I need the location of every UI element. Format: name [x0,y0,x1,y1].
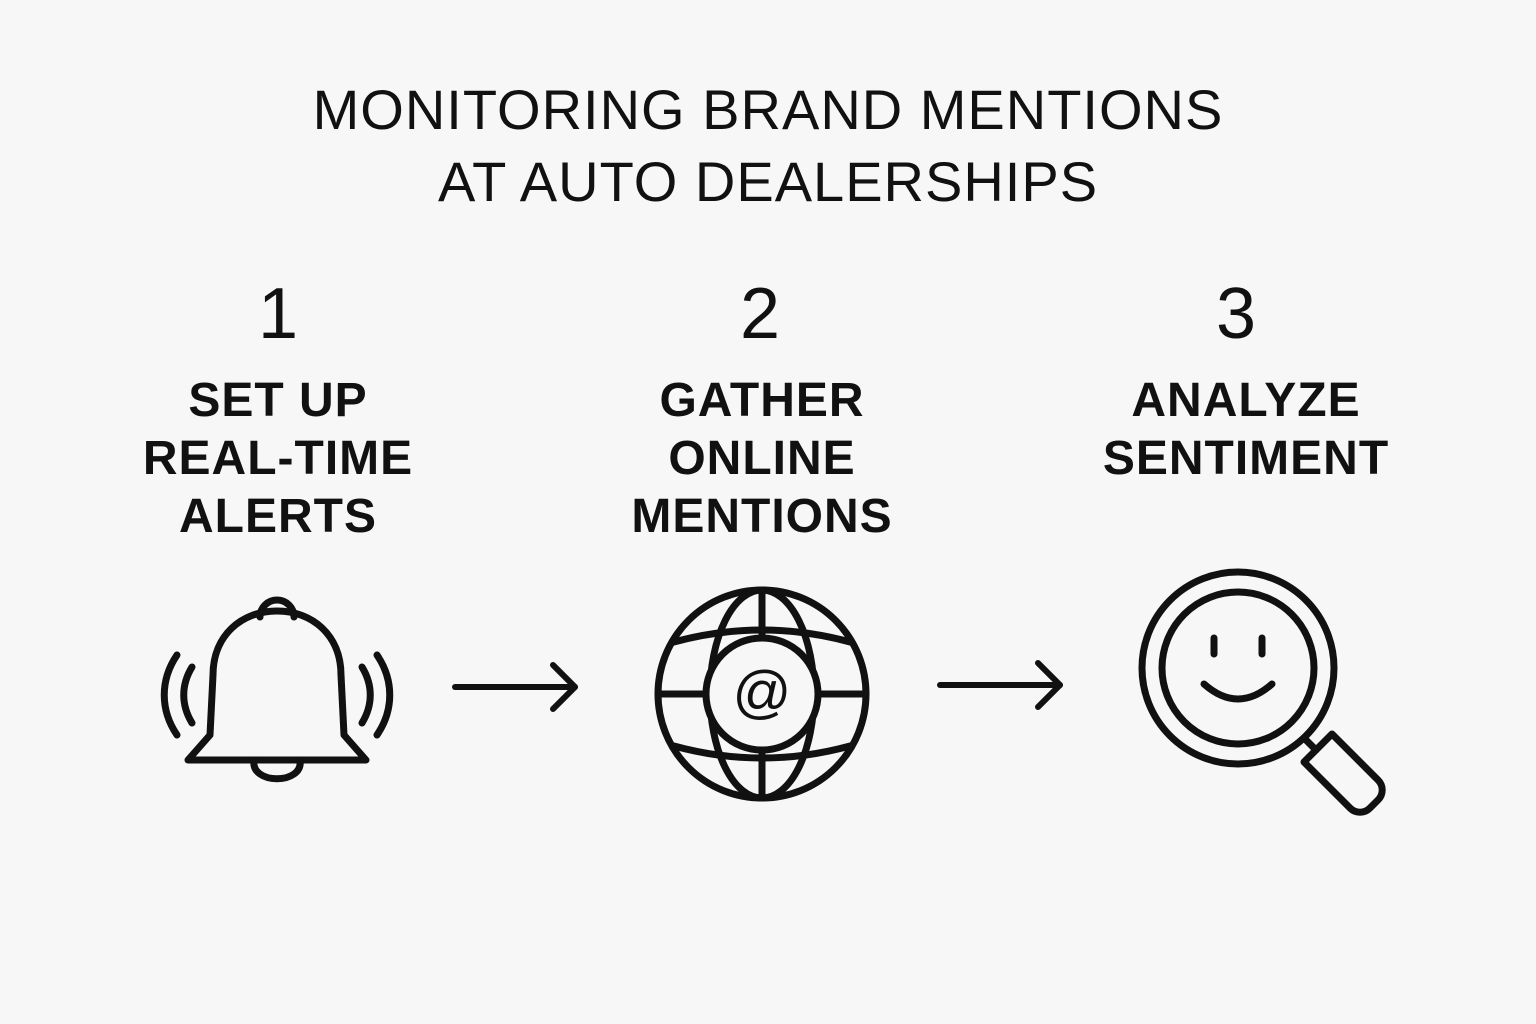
title-line-1: MONITORING BRAND MENTIONS [312,78,1224,141]
magnifier-smiley-icon [1138,568,1386,816]
step-2-label-line-3: MENTIONS [631,490,893,543]
step-1-label-line-1: SET UP [188,374,368,427]
arrow-right-icon [937,660,1063,710]
bell-icon [160,596,394,783]
arrow-right-icon [452,662,578,712]
step-2-label-line-2: ONLINE [668,432,856,485]
globe-at-icon: @ [654,586,870,802]
step-1-label-line-3: ALERTS [179,490,377,543]
title-line-2: AT AUTO DEALERSHIPS [437,150,1099,213]
step-2-number: 2 [739,274,781,354]
step-3-number: 3 [1215,274,1257,354]
step-3-label-line-1: ANALYZE [1131,374,1361,427]
step-1-label-line-2: REAL-TIME [142,432,414,485]
step-3-label-line-2: SENTIMENT [1102,432,1390,485]
at-symbol-glyph: @ [733,660,792,725]
step-2-label: GATHER ONLINE MENTIONS [592,372,932,546]
step-1-label: SET UP REAL-TIME ALERTS [108,372,448,546]
step-1-number: 1 [257,274,299,354]
step-2-label-line-1: GATHER [659,374,865,427]
step-3-label: ANALYZE SENTIMENT [1076,372,1416,488]
